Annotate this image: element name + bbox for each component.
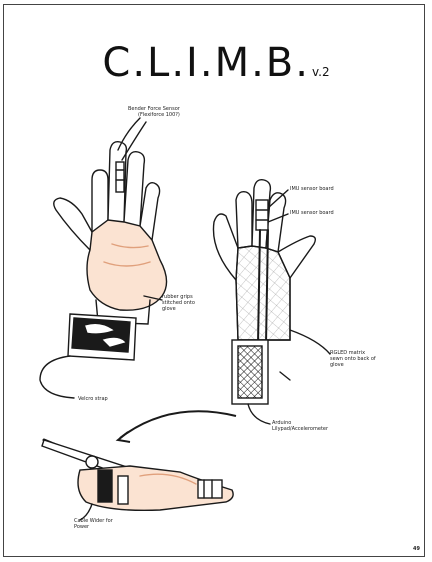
label-sensor: Bender Force Sensor (Flexiforce 100?) [128,106,188,118]
left-hand-palm [40,118,167,398]
label-strap: Velcro strap [78,396,114,402]
arrow-curve [118,411,236,442]
label-cable: Cable Wider for Power [74,518,114,530]
label-imu-top: IMU sensor board [290,186,340,192]
label-accel: Arduino Lilypad/Accelerometer [272,420,342,432]
label-grip: rubber grips stitched onto glove [162,294,198,312]
page-number: 49 [413,546,420,552]
bottom-hand-side [42,440,233,520]
label-imu-bottom: IMU sensor board [290,210,340,216]
right-hand-back [213,180,330,424]
label-array: RGLED matrix sewn onto back of glove [330,350,376,368]
